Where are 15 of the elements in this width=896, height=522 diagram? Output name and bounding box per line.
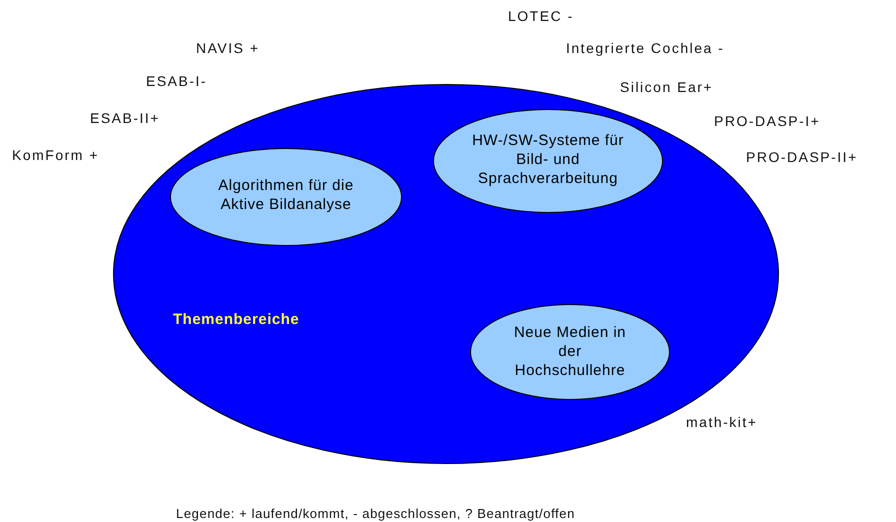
project-label: NAVIS + [196, 40, 260, 56]
topic-label: Neue Medien in der Hochschullehre [512, 323, 628, 380]
project-label: PRO-DASP-II+ [746, 149, 858, 165]
project-label: math-kit+ [686, 414, 758, 430]
topic-label: HW-/SW-Systeme für Bild- und Sprachverarbeitung [471, 131, 625, 188]
legend-note: Legende: + laufend/kommt, - abgeschlossen, ? Beantragt/offen [176, 506, 575, 521]
area-title: Themenbereiche [173, 310, 300, 329]
project-label: ESAB-I- [146, 73, 208, 89]
project-label: Silicon Ear+ [620, 79, 714, 95]
project-label: Integrierte Cochlea - [566, 40, 724, 56]
project-label: LOTEC - [508, 8, 574, 24]
topic-label: Algorithmen für die Aktive Bildanalyse [217, 176, 355, 214]
project-label: KomForm + [12, 147, 100, 163]
project-label: ESAB-II+ [90, 110, 160, 126]
project-label: PRO-DASP-I+ [714, 113, 820, 129]
